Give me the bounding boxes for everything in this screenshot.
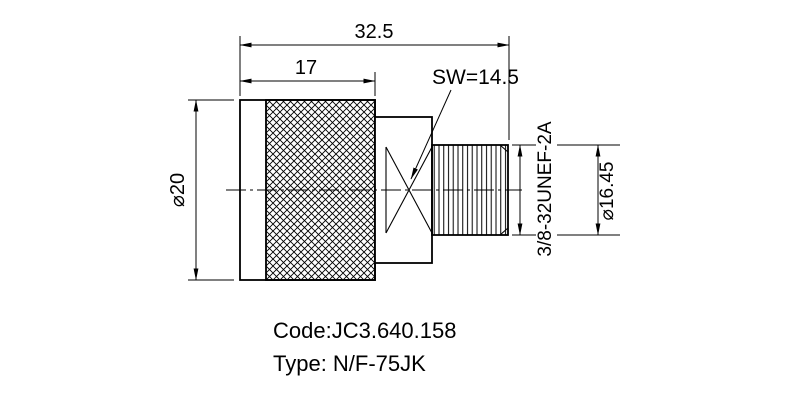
dim-text-body-diameter: ⌀20 xyxy=(167,173,189,207)
thread-end-chamfer-line xyxy=(499,144,509,153)
chamfer-cross-line xyxy=(385,146,433,234)
dim-text-wrench-size: SW=14.5 xyxy=(432,66,519,89)
dim-text-thread-diameter: ⌀16.45 xyxy=(597,162,618,221)
dim-text-overall-length: 32.5 xyxy=(355,21,394,43)
code-label: Code:JC3.640.158 xyxy=(273,318,456,343)
type-label: Type: N/F-75JK xyxy=(273,351,426,376)
thread-spec-label: 3/8-32UNEF-2A xyxy=(535,121,556,256)
thread-end-chamfer-line xyxy=(499,227,509,236)
leader-line-wrench-size xyxy=(410,89,452,180)
dim-text-knurl-length: 17 xyxy=(295,57,317,79)
label-underlay xyxy=(536,106,557,270)
